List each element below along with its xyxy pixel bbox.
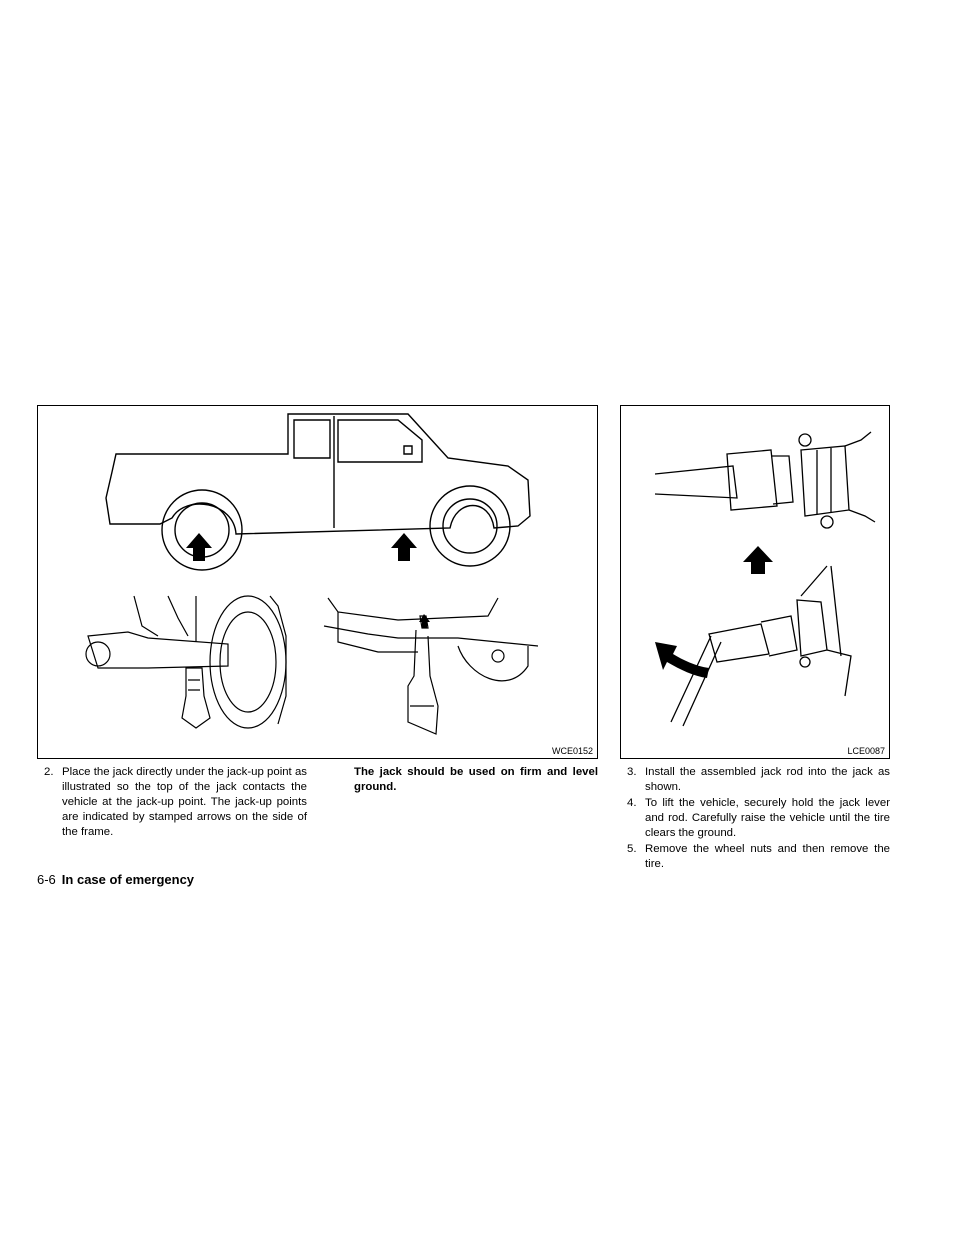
frame-jack-detail <box>323 597 539 735</box>
ground-warning: The jack should be used on firm and leve… <box>354 766 598 793</box>
step-text: Place the jack directly under the jack-u… <box>62 766 307 838</box>
rear-axle-jack-detail <box>85 595 287 729</box>
rotation-arrow <box>655 642 709 678</box>
rear-wheel <box>161 489 243 571</box>
lift-arrow <box>743 546 773 574</box>
page-number: 6-6 <box>37 872 56 887</box>
truck-jack-illustration <box>85 413 539 735</box>
jack-up-points-figure: WCE0152 <box>37 405 598 759</box>
figure-code: WCE0152 <box>551 746 593 756</box>
step-number: 3. <box>627 766 637 778</box>
instructions-column-3: 3. Install the assembled jack rod into t… <box>620 765 890 873</box>
page-footer: 6-6 In case of emergency <box>37 872 194 887</box>
jack-rod-illustration <box>654 431 876 727</box>
rear-jack-point-arrow <box>186 533 212 561</box>
front-wheel <box>429 485 511 567</box>
front-jack-point-arrow <box>391 533 417 561</box>
truck-outline <box>105 413 531 535</box>
step-number: 4. <box>627 797 637 809</box>
section-title: In case of emergency <box>61 872 195 887</box>
instructions-column-1: 2. Place the jack directly under the jac… <box>37 765 307 841</box>
step-3: 3. Install the assembled jack rod into t… <box>620 765 890 795</box>
step-text: Remove the wheel nuts and then remove th… <box>645 843 890 870</box>
step-5: 5. Remove the wheel nuts and then remove… <box>620 842 890 872</box>
step-number: 2. <box>44 766 54 778</box>
step-number: 5. <box>627 843 637 855</box>
step-2: 2. Place the jack directly under the jac… <box>37 765 307 840</box>
step-4: 4. To lift the vehicle, securely hold th… <box>620 796 890 841</box>
step-text: To lift the vehicle, securely hold the j… <box>645 797 890 839</box>
figure-code: LCE0087 <box>847 746 885 756</box>
jack-rod-assembly-figure: LCE0087 <box>620 405 890 759</box>
step-text: Install the assembled jack rod into the … <box>645 766 890 793</box>
